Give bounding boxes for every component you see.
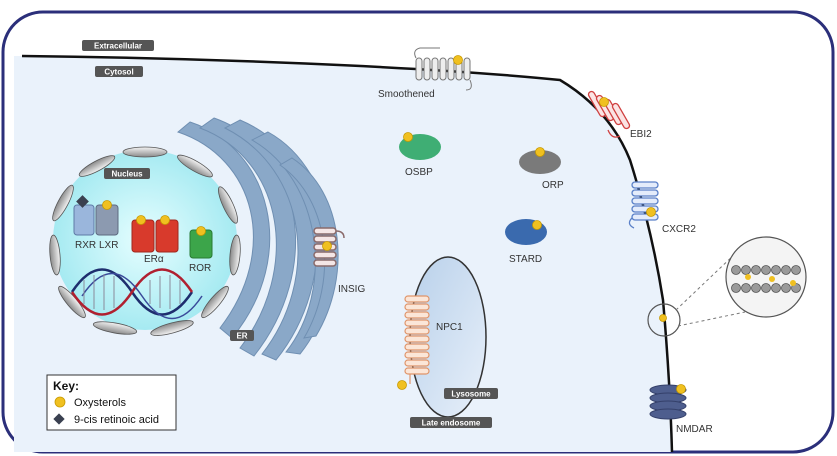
oxysterol-icon: [599, 97, 609, 107]
oxysterol-icon: [54, 396, 66, 408]
lysosome-tag: Lysosome: [444, 388, 498, 399]
legend-key: Key: Oxysterols 9-cis retinoic acid: [46, 374, 177, 431]
cytosol-tag: Cytosol: [95, 66, 143, 77]
oxysterol-icon: [160, 215, 170, 225]
svg-text:Key:: Key:: [53, 379, 79, 393]
npc1-label: NPC1: [436, 322, 463, 333]
npc1-protein: [404, 295, 430, 384]
oxysterol-icon: [397, 380, 407, 390]
oxysterol-icon: [453, 55, 463, 65]
smoothened-label: Smoothened: [378, 89, 435, 100]
retinoic-acid-icon: [53, 413, 65, 425]
ebi2-label: EBI2: [630, 129, 652, 140]
dna-helix: [70, 268, 203, 320]
osbp-label: OSBP: [405, 167, 433, 178]
oxysterol-icon: [136, 215, 146, 225]
oxysterol-icon: [676, 384, 686, 394]
cxcr2-receptor: [628, 181, 659, 229]
oxysterol-icon: [196, 226, 206, 236]
endoplasmic-reticulum: [176, 117, 339, 361]
er-tag: ER: [230, 330, 254, 341]
svg-text:Late endosome: Late endosome: [422, 419, 481, 428]
orp-protein: [519, 150, 561, 174]
svg-text:Lysosome: Lysosome: [451, 390, 491, 399]
oxysterol-icon: [102, 200, 112, 210]
plasma-membrane: [21, 54, 674, 453]
late-endosome-tag: Late endosome: [410, 417, 492, 428]
retinoic-acid-icon: [76, 195, 89, 208]
nmdar-label: NMDAR: [676, 424, 713, 435]
oxysterol-icon: [646, 207, 656, 217]
extracellular-tag: Extracellular: [82, 40, 154, 51]
orp-label: ORP: [542, 180, 564, 191]
svg-text:ER: ER: [236, 332, 247, 341]
svg-text:Oxysterols: Oxysterols: [74, 397, 126, 409]
svg-text:Extracellular: Extracellular: [94, 42, 142, 51]
oxysterol-icon: [403, 132, 413, 142]
oxysterol-icon: [535, 147, 545, 157]
oxysterol-icon: [532, 220, 542, 230]
nucleus-tag: Nucleus: [104, 168, 150, 179]
nucleus: Nucleus RXR LXR ERα ROR: [49, 146, 241, 336]
svg-text:Nucleus: Nucleus: [111, 170, 143, 179]
er-alpha-right: [155, 219, 179, 253]
nuclear-envelope: [49, 146, 241, 336]
ror-label: ROR: [189, 263, 211, 274]
svg-text:9-cis retinoic acid: 9-cis retinoic acid: [74, 414, 159, 426]
svg-text:Cytosol: Cytosol: [104, 68, 133, 77]
rxr-receptor: [73, 204, 95, 236]
rxr-label: RXR: [75, 240, 96, 251]
er-alpha-label: ERα: [144, 254, 164, 265]
lxr-label: LXR: [99, 240, 118, 251]
stard-label: STARD: [509, 254, 542, 265]
oxysterol-icon: [322, 241, 332, 251]
insig-label: INSIG: [338, 284, 365, 295]
er-alpha-left: [131, 219, 155, 253]
membrane-zoom-callout: [647, 236, 807, 337]
cxcr2-label: CXCR2: [662, 224, 696, 235]
